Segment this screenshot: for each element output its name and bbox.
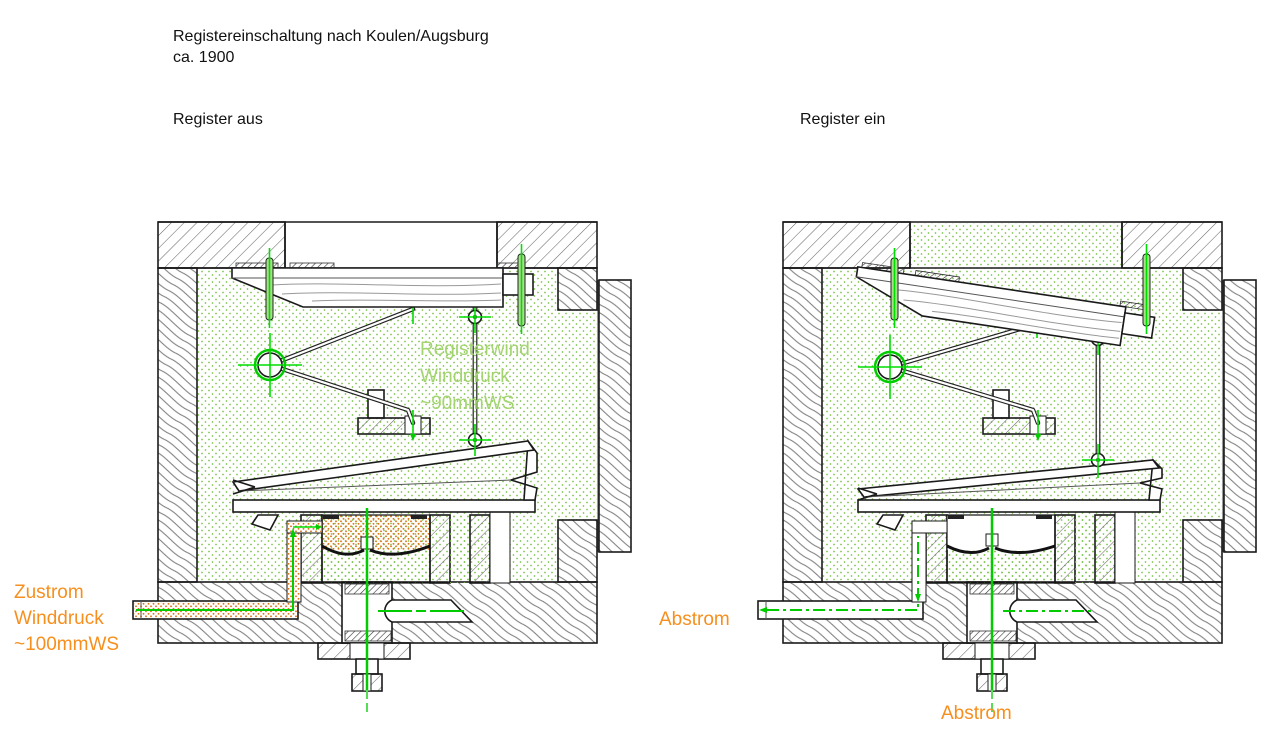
drawing-title: Registereinschaltung nach Koulen/Augsbur… [173,26,489,68]
pivot-crosshair [858,335,922,399]
wedge-bellows [856,458,1163,531]
register-wind-line-2: Winddruck [420,366,510,387]
supply-line-3: ~100mmWS [14,634,120,655]
left-wall [782,267,823,583]
bellows-hinge [875,514,905,531]
pouch-cavity-pressurized [322,515,430,550]
roller-lever [858,310,1041,441]
relay-chamber [925,502,1136,584]
bellows-fold-right [508,438,538,501]
outlet-pipe [384,599,474,623]
bellows-fold-right [1139,458,1163,501]
pouch-membrane [946,533,1056,554]
state-label-register-aus: Register aus [173,111,263,128]
supply-line-2: Winddruck [14,608,104,629]
register-wind-label: Registerwind Winddruck ~90mmWS [420,339,530,414]
abstrom-bottom-label: Abstrom [941,703,1012,724]
schematic-drawing: Registerwind Winddruck ~90mmWS [132,221,1257,716]
relay-chamber [300,502,511,584]
state-label-register-ein: Register ein [800,111,886,128]
outlet-flap [1223,279,1257,553]
bellows-base-plate [857,499,1161,513]
title-line-1: Registereinschaltung nach Koulen/Augsbur… [173,28,489,45]
top-opening-wind [911,223,1121,267]
bellows-base-plate [232,499,536,513]
panel-register-aus: Registerwind Winddruck ~90mmWS [132,221,632,716]
valve-assembly [317,508,411,716]
centerlines [759,536,1093,613]
top-board-right [496,221,598,269]
bellows-fold-left [857,487,878,501]
supply-line-1: Zustrom [14,582,84,603]
right-wall-bottom [1182,519,1223,583]
roller-lever [238,296,416,441]
register-wind-line-3: ~90mmWS [420,393,515,414]
inlet-centerline [136,536,294,611]
left-wall [157,267,198,583]
bellows-fold-left [232,479,256,495]
supply-annotation: Zustrom Winddruck ~100mmWS [14,580,119,658]
pouch-cavity-vented [947,515,1055,550]
abstrom-pipe-label: Abstrom [659,609,730,630]
joint-bottom-crosshair [459,424,491,456]
inlet-duct [757,520,948,620]
register-wind-line-1: Registerwind [420,339,530,360]
pivot-crosshair [238,333,302,397]
bellows-top-leaf [856,459,1161,498]
outflow-centerline [767,536,919,611]
outlet-flap [598,279,632,553]
right-wall-top [1182,267,1223,311]
inlet-duct [132,520,323,620]
guide-pins [265,244,526,334]
top-board-right [1121,221,1223,269]
right-wall-bottom [557,519,598,583]
guide-pins [890,244,1151,334]
title-line-2: ca. 1900 [173,49,235,66]
centerlines [136,524,468,612]
bellows-hinge [250,514,280,531]
valve-assembly [942,508,1036,716]
wedge-bellows [231,438,538,531]
bellows-top-leaf [231,440,536,492]
right-wall-top [557,267,598,311]
joint-bottom-crosshair [1082,444,1114,478]
panel-register-ein [757,221,1257,716]
pallet-valve-open [855,262,1156,347]
